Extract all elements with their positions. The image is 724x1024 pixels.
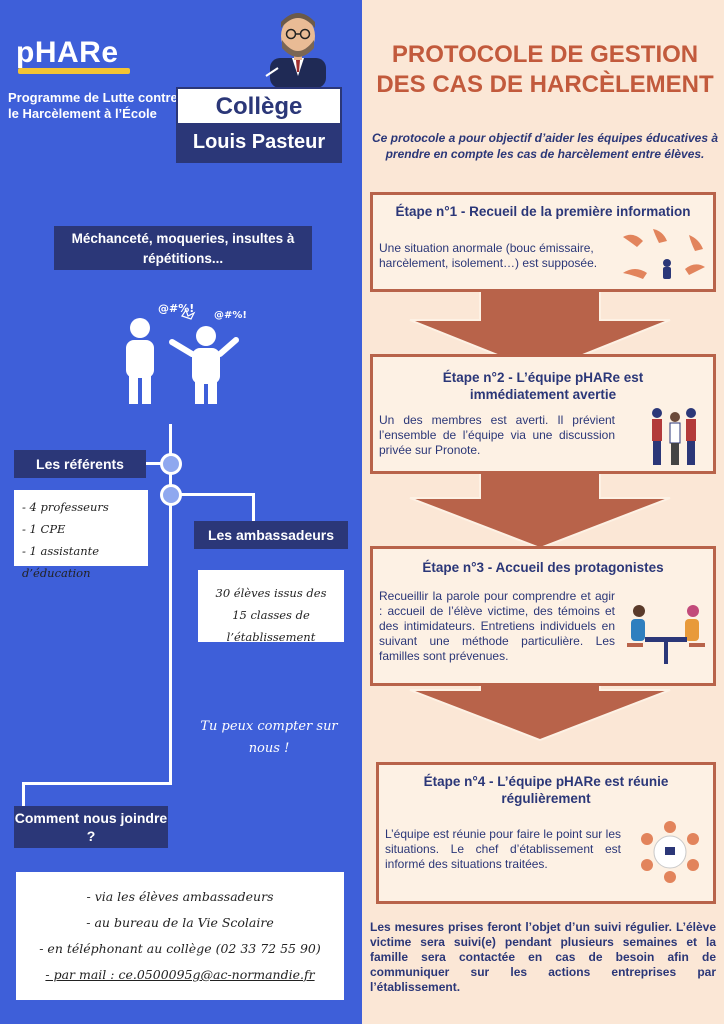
step-3-card: Étape n°3 - Accueil des protagonistes Re… [370, 546, 716, 686]
timeline-line [169, 424, 172, 784]
contact-item: - en téléphonant au collège (02 33 72 55… [39, 941, 321, 956]
bullying-illustration-icon: @#%! @#%! [126, 302, 247, 404]
contact-item: - via les élèves ambassadeurs [86, 889, 274, 904]
step-2-card: Étape n°2 - L’équipe pHARe est immédiate… [370, 354, 716, 474]
phare-logo: pHARe [16, 36, 119, 69]
meeting-table-icon [641, 821, 699, 883]
college-name: Louis Pasteur [178, 123, 340, 161]
step-2-title: Étape n°2 - L’équipe pHARe est immédiate… [442, 370, 644, 402]
referents-list: - 4 professeurs - 1 CPE - 1 assistante d… [14, 490, 148, 580]
ambassadors-connector-v [252, 493, 255, 521]
referents-label: Les référents [14, 450, 146, 478]
swear-text-2: @#%! [214, 310, 247, 321]
contact-list: - via les élèves ambassadeurs - au burea… [16, 872, 344, 1000]
step-3-title: Étape n°3 - Accueil des protagonistes [422, 560, 664, 575]
program-name: Programme de Lutte contre le Harcèlement… [8, 90, 178, 121]
step-4-text: L’équipe est réunie pour faire le point … [385, 827, 621, 871]
timeline-node-1 [160, 453, 182, 475]
page-title: PROTOCOLE DE GESTION DES CAS DE HARCÈLEM… [376, 41, 714, 98]
reassure-text: Tu peux compter sur nous ! [200, 719, 338, 756]
timeline-contact-line [22, 782, 25, 808]
step-1-text: Une situation anormale (bouc émissaire, … [379, 241, 598, 270]
step-3-text: Recueillir la parole pour comprendre et … [379, 589, 615, 663]
referents-item: - 4 professeurs [22, 500, 109, 514]
contact-email[interactable]: - par mail : ce.0500095g@ac-normandie.fr [45, 967, 315, 982]
step-4-card: Étape n°4 - L’équipe pHARe est réunie ré… [376, 762, 716, 904]
contact-item: - au bureau de la Vie Scolaire [86, 915, 274, 930]
ambassadors-text: 30 élèves issus des 15 classes de l’étab… [198, 570, 344, 644]
ambassadors-connector-h [172, 493, 252, 496]
pointing-hands-icon [623, 229, 705, 279]
bullying-caption: Méchanceté, moqueries, insultes à répéti… [54, 226, 312, 270]
team-members-icon [652, 408, 696, 465]
logo-underline [18, 68, 130, 74]
timeline-node-2 [160, 484, 182, 506]
swear-text: @#%! [158, 302, 194, 315]
referents-item: - 1 CPE [22, 522, 66, 536]
step-2-text: Un des membres est averti. Il prévient l… [379, 413, 615, 457]
college-badge: Collège Louis Pasteur [176, 87, 342, 163]
step-1-title: Étape n°1 - Recueil de la première infor… [395, 204, 691, 219]
college-label: Collège [178, 89, 340, 125]
step-1-card: Étape n°1 - Recueil de la première infor… [370, 192, 716, 292]
timeline-bottom-line [22, 782, 172, 785]
interview-icon [627, 605, 705, 664]
step-4-title: Étape n°4 - L’équipe pHARe est réunie ré… [423, 774, 669, 806]
left-panel: pHARe Programme de Lutte contre le Harcè… [0, 0, 362, 1024]
teacher-illustration-icon [265, 13, 326, 88]
intro-text: Ce protocole a pour objectif d’aider les… [371, 131, 719, 161]
referents-connector [146, 462, 168, 465]
contact-label: Comment nous joindre ? [14, 806, 168, 848]
ambassadors-label: Les ambassadeurs [194, 521, 348, 549]
footer-note: Les mesures prises feront l’objet d’un s… [370, 920, 716, 994]
referents-item: - 1 assistante d’éducation [22, 544, 100, 580]
